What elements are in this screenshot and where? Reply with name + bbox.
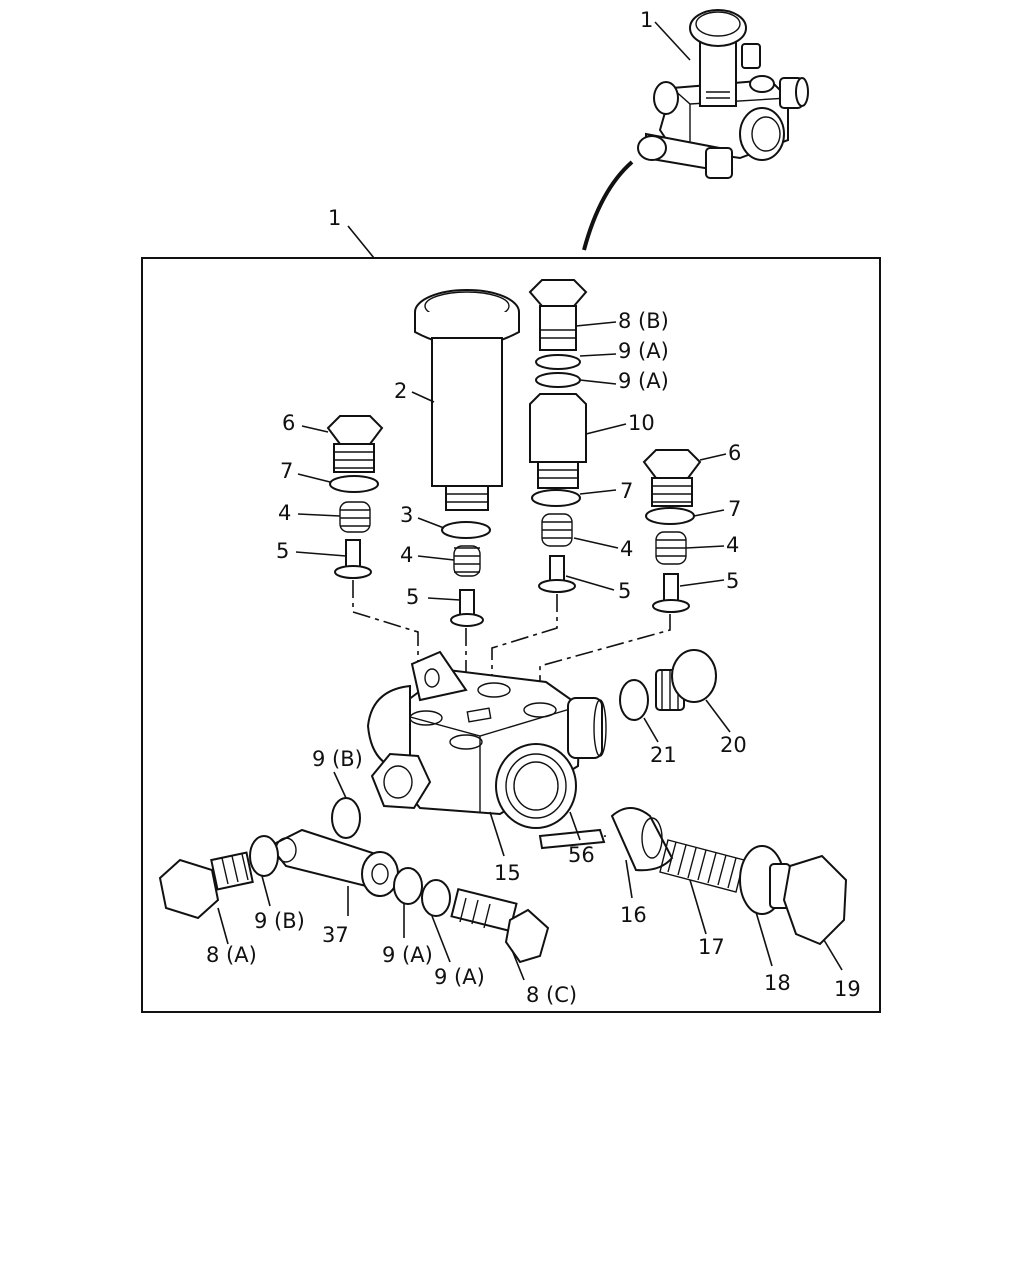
label-9a-1: 9 (A) xyxy=(618,339,669,363)
label-6-right: 6 xyxy=(728,441,741,465)
detail-frame xyxy=(141,257,881,1013)
label-2: 2 xyxy=(394,379,407,403)
label-19: 19 xyxy=(834,977,861,1001)
part-19-plug xyxy=(769,854,848,946)
label-4-left: 4 xyxy=(278,501,291,525)
part-9a-washer-3 xyxy=(393,867,423,905)
part-9b-washer-upper xyxy=(331,797,361,839)
label-3: 3 xyxy=(400,503,413,527)
pump-body xyxy=(366,650,607,829)
label-56: 56 xyxy=(568,843,595,867)
center-valve-stack xyxy=(528,279,588,593)
label-18: 18 xyxy=(764,971,791,995)
label-10: 10 xyxy=(628,411,655,435)
label-8c: 8 (C) xyxy=(526,983,577,1007)
priming-pump-stack xyxy=(414,289,520,627)
label-5-right: 5 xyxy=(726,569,739,593)
label-9a-3: 9 (A) xyxy=(382,943,433,967)
inset-callout-1: 1 xyxy=(640,8,653,32)
label-20: 20 xyxy=(720,733,747,757)
label-7-left: 7 xyxy=(280,459,293,483)
part-8a-bolt xyxy=(158,851,254,920)
label-7-right: 7 xyxy=(728,497,741,521)
label-15: 15 xyxy=(494,861,521,885)
part-56-pin xyxy=(538,828,606,850)
right-valve-stack xyxy=(642,449,702,613)
frame-callout-1: 1 xyxy=(328,206,341,230)
label-9a-4: 9 (A) xyxy=(434,965,485,989)
part-21-washer xyxy=(619,679,649,721)
label-4-mid: 4 xyxy=(400,543,413,567)
label-37: 37 xyxy=(322,923,349,947)
leader-lines xyxy=(217,321,843,981)
label-9b-top: 9 (B) xyxy=(312,747,363,771)
part-20-plug xyxy=(655,649,717,711)
inset-assembly: 1 xyxy=(637,8,809,179)
label-8b: 8 (B) xyxy=(618,309,669,333)
label-5-mid: 5 xyxy=(406,585,419,609)
label-16: 16 xyxy=(620,903,647,927)
label-5-left: 5 xyxy=(276,539,289,563)
label-7-center: 7 xyxy=(620,479,633,503)
callout-labels: 8 (B) 9 (A) 9 (A) 10 2 6 7 4 5 3 4 5 7 4… xyxy=(206,309,861,1007)
label-9a-2: 9 (A) xyxy=(618,369,669,393)
part-9b-washer-lower xyxy=(249,835,279,877)
label-4-right: 4 xyxy=(726,533,739,557)
part-8c-bolt xyxy=(450,887,550,964)
label-8a: 8 (A) xyxy=(206,943,257,967)
label-6-left: 6 xyxy=(282,411,295,435)
label-17: 17 xyxy=(698,935,725,959)
label-5-center: 5 xyxy=(618,579,631,603)
inset-pointer-arrow xyxy=(582,160,634,251)
label-21: 21 xyxy=(650,743,677,767)
part-9a-washer-4 xyxy=(421,879,451,917)
label-4-center: 4 xyxy=(620,537,633,561)
part-17-spring xyxy=(659,839,745,893)
part-37-banjo xyxy=(268,828,399,897)
left-valve-stack xyxy=(326,415,384,579)
label-9b-bottom: 9 (B) xyxy=(254,909,305,933)
